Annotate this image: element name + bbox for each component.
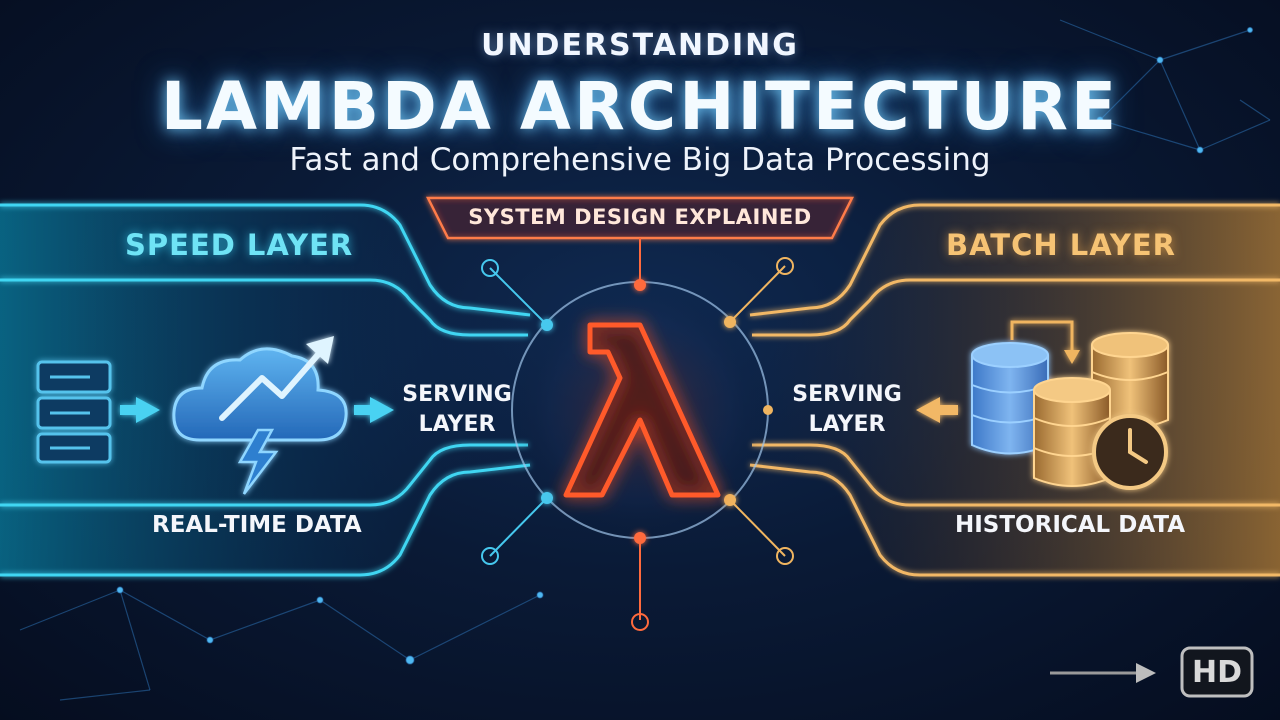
serving-layer-label-left: SERVING LAYER — [392, 380, 522, 440]
batch-layer-circuit — [749, 203, 1280, 577]
serving-label-line1: SERVING — [402, 382, 512, 407]
arrow-right-icon — [354, 397, 394, 423]
arrow-right-icon — [120, 397, 160, 423]
database-stack-icon — [971, 320, 1169, 487]
speed-layer-circuit — [0, 203, 531, 577]
serving-label-line2: LAYER — [808, 412, 886, 437]
network-background — [19, 19, 1271, 701]
serving-label-line1: SERVING — [792, 382, 902, 407]
speed-layer-title: SPEED LAYER — [125, 228, 354, 262]
badge-label: SYSTEM DESIGN EXPLAINED — [468, 205, 812, 229]
page-subtitle: Fast and Comprehensive Big Data Processi… — [289, 142, 991, 178]
title-kicker: UNDERSTANDING — [481, 28, 799, 63]
serving-label-line2: LAYER — [418, 412, 496, 437]
hd-badge: HD — [1191, 655, 1242, 690]
serving-layer-label-right: SERVING LAYER — [782, 380, 912, 440]
batch-layer-title: BATCH LAYER — [946, 228, 1177, 262]
hd-badge-frame — [1180, 646, 1254, 698]
clock-icon — [1092, 414, 1168, 490]
decorative-arrow-icon — [1050, 663, 1156, 683]
hub-spokes — [489, 265, 786, 620]
server-rack-icon — [36, 360, 112, 464]
hub-nodes — [481, 257, 794, 631]
historical-data-caption: HISTORICAL DATA — [955, 512, 1186, 538]
real-time-data-caption: REAL-TIME DATA — [152, 512, 362, 538]
badge-frame — [425, 196, 855, 240]
arrow-left-icon — [916, 397, 958, 423]
page-title: LAMBDA ARCHITECTURE — [160, 68, 1120, 145]
lambda-icon — [563, 322, 721, 498]
cloud-trend-lightning-icon — [172, 336, 348, 495]
